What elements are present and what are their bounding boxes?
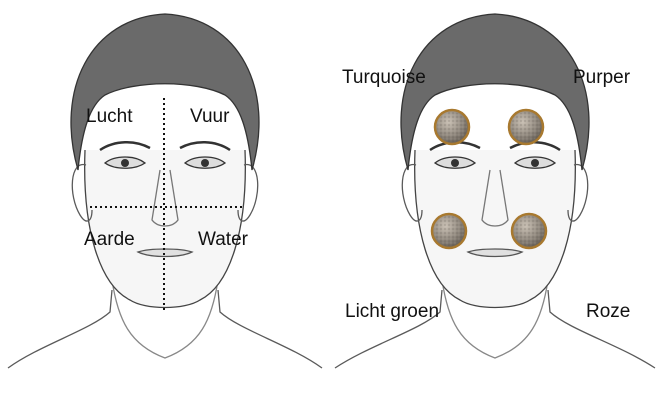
stone-bottom-right [512, 214, 546, 248]
left-brow-left [100, 142, 150, 150]
label-lucht: Lucht [86, 107, 132, 126]
left-mouth [138, 249, 192, 257]
right-mouth [468, 249, 522, 257]
stone-top-right [509, 110, 543, 144]
left-face [8, 14, 322, 368]
label-turquoise: Turquoise [342, 68, 426, 87]
left-brow-right [180, 142, 230, 150]
stone-top-left [435, 110, 469, 144]
right-hair [401, 14, 589, 170]
label-licht-groen: Licht groen [345, 302, 439, 321]
stone-bottom-left [432, 214, 466, 248]
label-purper: Purper [573, 68, 630, 87]
label-roze: Roze [586, 302, 630, 321]
label-vuur: Vuur [190, 107, 229, 126]
left-hair [71, 14, 259, 170]
label-aarde: Aarde [84, 230, 135, 249]
label-water: Water [198, 230, 248, 249]
right-brow-right [510, 142, 560, 150]
